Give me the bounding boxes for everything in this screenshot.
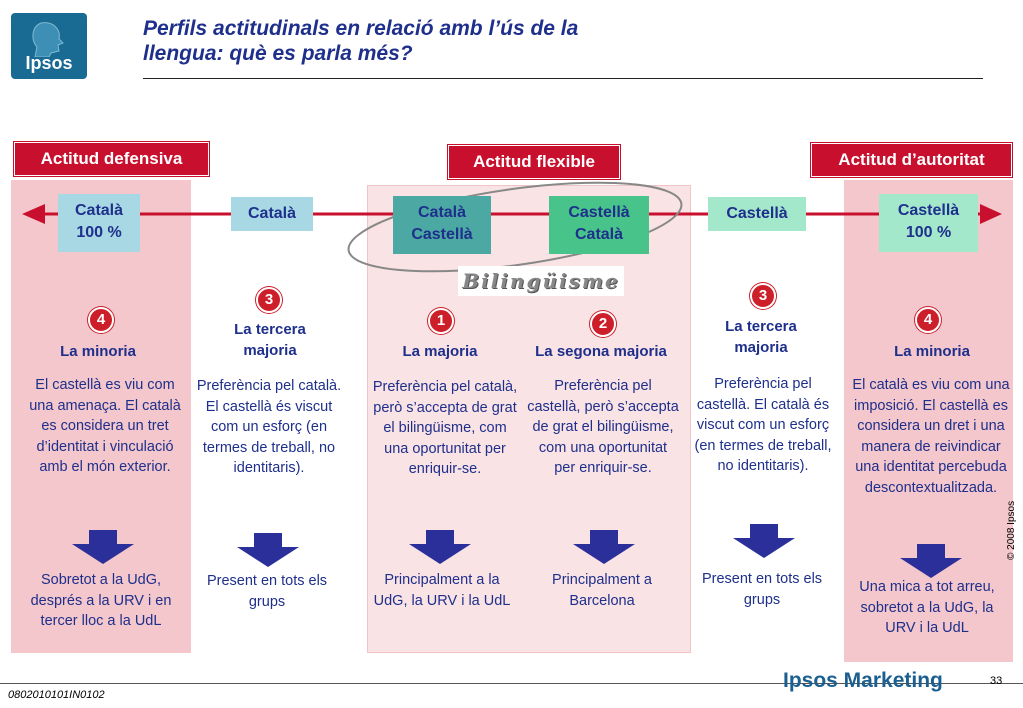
logo-text: Ipsos	[25, 53, 73, 73]
down-arrow-icon	[409, 530, 471, 564]
scale-box-catala-100: Català 100 %	[58, 194, 140, 252]
profile-location: Present en tots els grups	[701, 571, 823, 608]
panel-defensive-left	[11, 180, 191, 653]
scale-box-castella-100: Castellà 100 %	[879, 194, 978, 252]
rank-badge: 4	[915, 307, 941, 333]
scale-box-line1: Català	[247, 205, 297, 222]
arrow-left-icon	[22, 204, 45, 224]
down-arrow-icon	[237, 533, 299, 567]
scale-box-line1: Castellà	[726, 205, 788, 222]
profile-description: El català es viu com una imposició. El c…	[852, 377, 1010, 496]
face-icon	[32, 22, 64, 57]
rank-badge: 2	[590, 311, 616, 337]
header-authority: Actitud d’autoritat	[811, 143, 1012, 177]
title-line-1: Perfils actitudinals en relació amb l’ús…	[143, 17, 579, 40]
group-name: La tercera majoria	[234, 321, 306, 359]
brand-name: Ipsos Marketing	[783, 669, 943, 692]
document-code: 0802010101IN0102	[8, 689, 105, 701]
profile-description: Preferència pel català, però s’accepta d…	[372, 379, 518, 477]
copyright-text: © 2008 Ipsos	[1006, 500, 1017, 560]
profile-description: Preferència pel castellà, però s’accepta…	[527, 378, 679, 476]
scale-box-catala: Català	[231, 197, 313, 231]
scale-box-line2: Català	[574, 226, 624, 243]
scale-box-line2: 100 %	[76, 224, 122, 241]
group-name: La tercera majoria	[725, 318, 797, 356]
title-line-2: llengua: què es parla més?	[143, 42, 413, 65]
group-name: La minoria	[894, 343, 970, 360]
page-title: Perfils actitudinals en relació amb l’ús…	[143, 16, 903, 66]
scale-box-line1: Català	[74, 202, 124, 219]
profile-location: Una mica a tot arreu, sobretot a la UdG,…	[859, 579, 995, 636]
scale-box-line2: Castellà	[411, 226, 473, 243]
scale-box-castella: Castellà	[708, 197, 806, 231]
scale-box-line1: Català	[417, 204, 467, 221]
down-arrow-icon	[72, 530, 134, 564]
rank-badge: 1	[428, 308, 454, 334]
arrow-right-icon	[980, 204, 1002, 224]
title-divider	[143, 78, 983, 79]
scale-box-catala-castella: Català Castellà	[393, 196, 491, 254]
rank-badge: 3	[750, 283, 776, 309]
scale-box-line1: Castellà	[568, 204, 630, 221]
bilingualism-ellipse	[347, 181, 683, 273]
profile-description: Preferència pel castellà. El català és v…	[694, 376, 832, 474]
profile-location: Sobretot a la UdG, després a la URV i en…	[30, 572, 172, 629]
down-arrow-icon	[900, 544, 962, 578]
header-flexible: Actitud flexible	[448, 145, 620, 179]
scale-box-line2: 100 %	[905, 224, 952, 241]
ipsos-logo: Ipsos	[11, 13, 87, 79]
scale-box-line1: Castellà	[897, 202, 960, 219]
profile-location: Present en tots els grups	[206, 573, 328, 610]
group-name: La minoria	[60, 343, 136, 360]
down-arrow-icon	[733, 524, 795, 558]
header-defensive: Actitud defensiva	[14, 142, 209, 176]
rank-badge: 3	[256, 287, 282, 313]
down-arrow-icon	[573, 530, 635, 564]
profile-location: Principalment a Barcelona	[552, 572, 652, 609]
scale-box-castella-catala: Castellà Català	[549, 196, 649, 254]
profile-location: Principalment a la UdG, la URV i la UdL	[373, 572, 511, 609]
scale-line	[22, 204, 1002, 224]
panel-authority-right	[844, 180, 1013, 662]
profile-description: El castellà es viu com una amenaça. El c…	[29, 377, 181, 475]
page-number: 33	[990, 675, 1003, 687]
footer-divider	[0, 683, 1023, 684]
group-name: La segona majoria	[535, 343, 667, 360]
rank-badge: 4	[88, 307, 114, 333]
bilingualism-label: Bilingüisme	[458, 266, 624, 296]
group-name: La majoria	[402, 343, 478, 360]
profile-description: Preferència pel català. El castellà és v…	[196, 378, 342, 476]
